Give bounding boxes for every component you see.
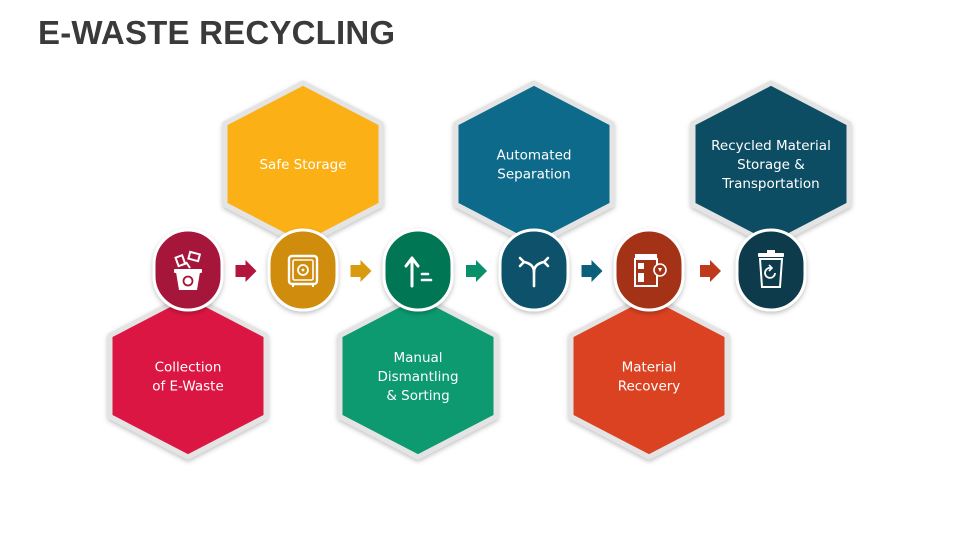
pill-layer [152,228,807,312]
flow-arrow-icon [235,260,257,282]
step-collection-pill [152,228,224,312]
step-automated-separation-pill [498,228,570,312]
step-manual-dismantling-label-line: Manual [393,350,442,366]
step-manual-dismantling-label-line: Dismantling [377,369,458,385]
arrow-layer [235,260,721,282]
safe-icon [287,254,319,287]
step-recycled-material-label-line: Recycled Material [711,138,831,154]
step-safe-storage-pill [267,228,339,312]
flow-arrow-icon [350,260,372,282]
flow-arrow-icon [581,260,603,282]
flow-arrow-icon [700,260,721,282]
flow-arrow-icon [466,260,487,282]
step-automated-separation-label-line: Automated [497,148,572,164]
step-material-recovery-label-line: Material [622,360,677,376]
step-recycled-material-label-line: Transportation [721,176,819,192]
recycle-trash-can-icon [758,250,784,288]
step-safe-storage-label-line: Safe Storage [259,157,346,173]
step-collection-hexagon: Collection of E-Waste [107,292,269,460]
step-material-recovery-label-line: Recovery [618,379,681,395]
recovery-building-icon [634,254,667,287]
page-title: E-WASTE RECYCLING [38,14,396,51]
recycle-bin-icon [174,250,202,290]
step-manual-dismantling-label-line: & Sorting [386,388,449,404]
step-manual-dismantling-pill [382,228,454,312]
step-collection-label-line: Collection [155,360,222,376]
step-safe-storage-hexagon: Safe Storage [222,80,384,248]
sort-arrow-icon [404,256,433,288]
step-automated-separation-label-line: Separation [497,167,570,183]
step-recycled-material-pill [735,228,807,312]
step-material-recovery-pill [613,228,685,312]
split-arrow-icon [518,256,550,288]
step-recycled-material-label-line: Storage & [737,157,805,173]
step-collection-label-line: of E-Waste [152,379,224,395]
